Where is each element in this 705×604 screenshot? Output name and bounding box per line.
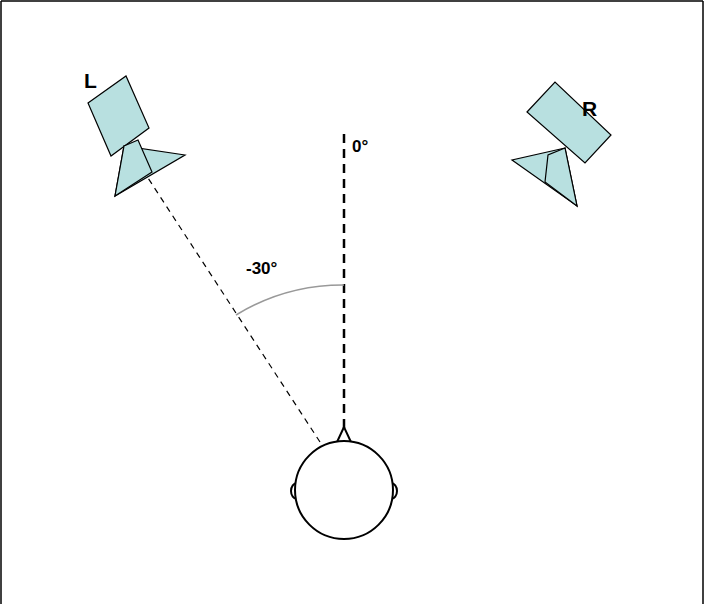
- angle-label: 0°: [352, 138, 368, 155]
- frame: [0, 1, 2, 604]
- speaker-direction: [148, 178, 320, 442]
- right-speaker: [512, 82, 611, 206]
- left-speaker: [88, 76, 185, 196]
- listener-head: [291, 427, 397, 539]
- angle-arc: [236, 285, 344, 315]
- frame: [1, 0, 703, 2]
- zero-axis: [343, 128, 346, 428]
- angle-label: -30°: [246, 260, 277, 277]
- speaker-label: L: [84, 70, 97, 91]
- frame: [702, 1, 704, 604]
- speaker-label: R: [582, 98, 597, 119]
